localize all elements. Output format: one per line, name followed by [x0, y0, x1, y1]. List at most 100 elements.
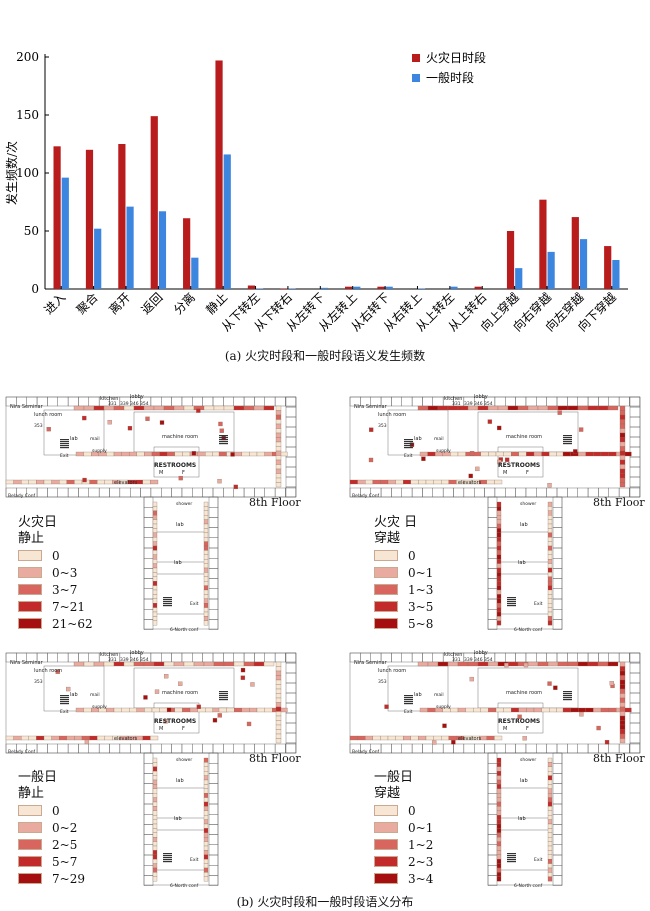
stair-step — [60, 699, 69, 701]
office — [463, 743, 475, 754]
bar-normal-5 — [223, 154, 231, 289]
floor-cell — [619, 414, 626, 420]
floor-cell — [203, 594, 209, 599]
map-label-exit: Exit — [404, 454, 413, 459]
floor-cell — [203, 806, 209, 811]
floor-cell — [241, 707, 250, 713]
floor-cell — [507, 405, 519, 411]
legend-swatch — [374, 822, 398, 833]
office — [587, 652, 599, 663]
floor-cell — [152, 581, 158, 586]
floor-cell — [365, 735, 373, 741]
map-label-f: F — [182, 470, 185, 476]
floor-cell — [203, 567, 209, 573]
floor-cell — [607, 661, 619, 667]
floor-cell — [178, 681, 183, 686]
legend-row: 0 — [374, 547, 433, 564]
office — [78, 396, 89, 407]
office — [487, 813, 498, 825]
office — [98, 487, 110, 498]
floor-cell — [234, 707, 242, 713]
map-label-exit: Exit — [534, 858, 543, 863]
floor-cell — [600, 707, 609, 713]
floor-cell — [203, 598, 209, 604]
office — [208, 537, 219, 549]
office — [208, 568, 219, 579]
floor-cell — [218, 707, 227, 713]
floor-cell — [150, 479, 159, 485]
map-label-lab: lab — [174, 560, 182, 566]
floor-cell — [496, 775, 502, 781]
office — [629, 742, 641, 754]
map-label-exit: Exit — [60, 710, 69, 715]
y-tick-label: 0 — [31, 282, 39, 296]
floor-cell — [152, 828, 158, 833]
floor-cell — [152, 611, 158, 617]
legend-swatch — [374, 584, 398, 595]
legend-swatch — [374, 839, 398, 850]
floor-cell — [203, 528, 209, 533]
office — [143, 598, 154, 610]
map-label-machine_room: machine room — [162, 690, 199, 696]
legend-row: 3~5 — [374, 598, 433, 615]
floor-cell — [526, 451, 535, 457]
stair-step — [563, 441, 572, 443]
legend-row: 5~7 — [18, 853, 85, 870]
office — [411, 396, 423, 407]
office — [143, 517, 154, 528]
bar-fire-0 — [53, 146, 61, 289]
floor-cell — [547, 779, 553, 785]
map-label-lobby_nums: 339 346 354 — [120, 658, 149, 663]
legend-swatch — [374, 618, 398, 629]
office — [143, 762, 154, 774]
floor-cell — [28, 735, 37, 741]
floor-cell — [83, 661, 95, 667]
stair-step — [563, 695, 572, 697]
office — [143, 547, 154, 559]
floor-cell — [152, 837, 158, 842]
bar-fire-17 — [604, 246, 612, 289]
stair-step — [563, 437, 572, 439]
floor-cell — [275, 724, 282, 730]
office — [629, 396, 641, 408]
office — [129, 487, 141, 498]
floor-cell — [144, 707, 153, 713]
stair-step — [60, 443, 69, 445]
office — [109, 487, 121, 498]
floor-cell — [496, 532, 502, 538]
office — [432, 487, 444, 498]
bar-normal-14 — [515, 268, 523, 289]
office — [171, 487, 183, 498]
map-label-belady_conf: Belady Conf — [8, 494, 36, 499]
office — [552, 793, 563, 805]
floor-cell — [619, 724, 626, 730]
floor-cell — [511, 707, 519, 713]
floor-plan — [349, 652, 641, 886]
floor-cell — [497, 425, 502, 431]
map-label-lunch_room: lunch room — [34, 412, 63, 418]
office — [285, 456, 297, 468]
map-label-elevators: elevators — [114, 736, 138, 742]
office — [487, 588, 498, 600]
office — [208, 547, 219, 559]
floor-cell — [547, 515, 553, 520]
floor-cell — [150, 735, 159, 741]
bar-fire-15 — [539, 199, 547, 289]
floor-cell — [619, 450, 626, 456]
map-label-restrooms: RESTROOMS — [154, 462, 197, 469]
office — [552, 619, 563, 630]
floor-cell — [480, 451, 489, 457]
floor-cell — [496, 850, 502, 855]
office — [391, 396, 402, 407]
bar-fire-4 — [183, 218, 191, 289]
floor-cell — [152, 845, 158, 851]
office — [208, 854, 219, 866]
floor-cell — [152, 567, 158, 573]
map-label-lobby_nums: 339 346 354 — [464, 402, 493, 407]
office — [285, 712, 297, 724]
legend-swatch — [18, 601, 42, 612]
office — [552, 844, 563, 856]
floor-cell — [21, 735, 29, 741]
floor-cell — [619, 473, 626, 479]
